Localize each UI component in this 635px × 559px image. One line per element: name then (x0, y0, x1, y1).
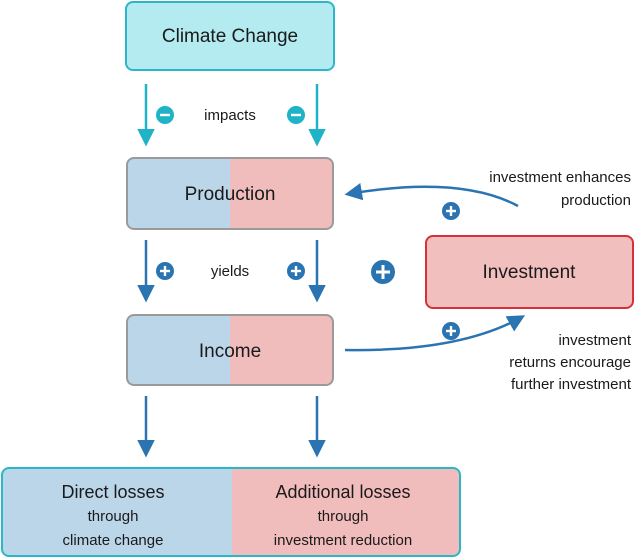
plus-badge-enhance (442, 202, 460, 220)
plus-badge-yield-left (156, 262, 174, 280)
income-to-investment-arrow (344, 315, 526, 352)
production-node: Production (126, 157, 334, 230)
additional-losses-line3: investment reduction (274, 532, 412, 549)
minus-badge-left (156, 106, 174, 124)
direct-losses-line1: Direct losses (61, 482, 164, 502)
investment-node: Investment (425, 235, 634, 309)
climate-change-node: Climate Change (125, 1, 335, 71)
minus-badge-right (287, 106, 305, 124)
investment-enhances-line1: investment enhances (489, 169, 631, 186)
income-label: Income (199, 341, 261, 362)
impacts-label: impacts (204, 107, 256, 124)
yields-label: yields (211, 263, 249, 280)
investment-to-production-arrow (344, 183, 519, 208)
additional-losses-line2: through (318, 508, 369, 525)
investment-enhances-line2: production (561, 192, 631, 209)
plus-badge-yield-right (287, 262, 305, 280)
additional-losses-line1: Additional losses (275, 482, 410, 502)
direct-losses-line3: climate change (63, 532, 164, 549)
climate-change-label: Climate Change (162, 26, 298, 47)
investment-returns-line2: returns encourage (509, 354, 631, 371)
income-node: Income (126, 314, 334, 386)
investment-returns-line1: investment (558, 332, 631, 349)
losses-node: Direct losses through climate change Add… (1, 467, 461, 557)
production-label: Production (185, 184, 276, 205)
direct-losses-line2: through (88, 508, 139, 525)
reinforcing-loop-plus-badge (371, 260, 395, 284)
plus-badge-returns (442, 322, 460, 340)
investment-label: Investment (483, 262, 577, 283)
investment-returns-line3: further investment (511, 376, 632, 393)
